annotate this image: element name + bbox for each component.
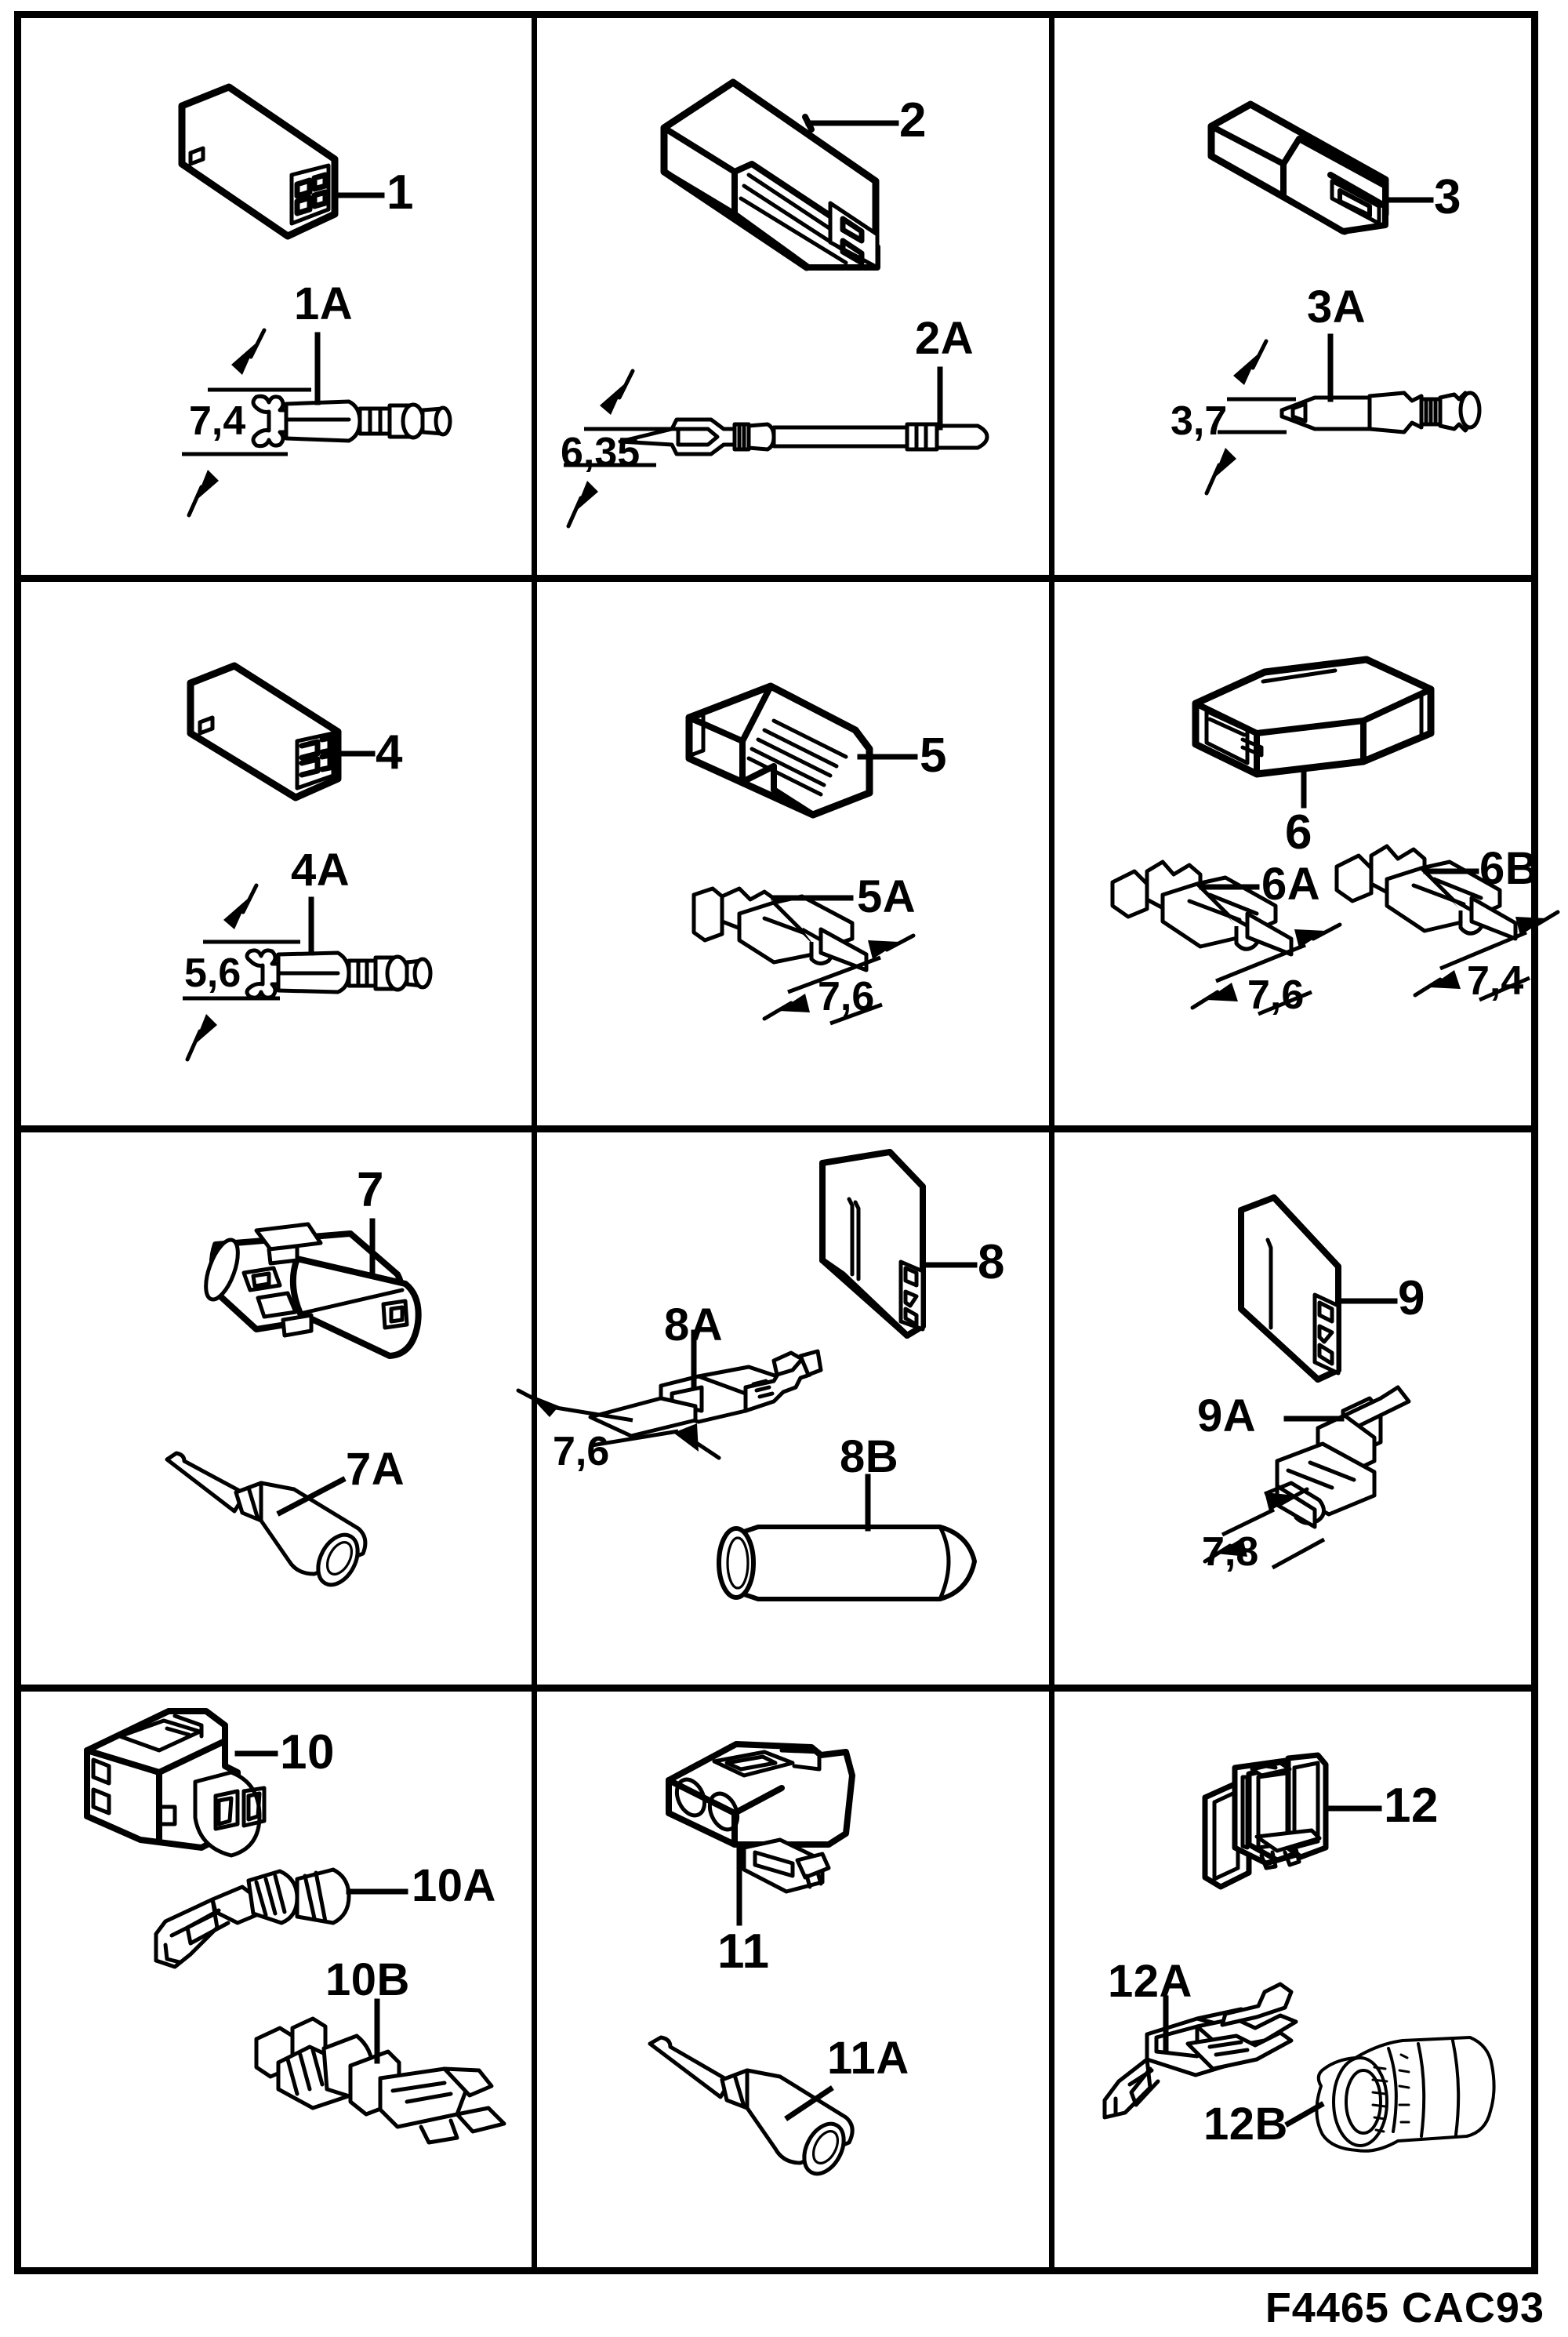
page-border	[14, 11, 1538, 2274]
terminal-7A-drawing	[165, 1451, 368, 1587]
cell-8-artwork	[516, 1149, 978, 1601]
cell-7-terminal-7A-label: 7A	[346, 1444, 405, 1495]
terminal-12B-drawing	[1315, 2036, 1496, 2153]
cell-1-dimension-7-4: 7,4	[189, 398, 246, 444]
terminal-4A-drawing	[245, 948, 433, 1000]
cell-1-housing-label: 1	[387, 165, 414, 220]
cell-8-dimension-7-6: 7,6	[553, 1429, 610, 1474]
cell-11-terminal-11A-label: 11A	[827, 2033, 909, 2084]
housing-12-drawing	[1202, 1752, 1329, 1890]
grid-divider-horizontal-2	[14, 1125, 1538, 1132]
cell-10-artwork	[84, 1708, 506, 2145]
housing-4-drawing	[187, 662, 342, 801]
cell-4-terminal-4A-label: 4A	[291, 845, 350, 896]
cell-2-dimension-6-35: 6,35	[561, 430, 641, 475]
cell-9-artwork	[1203, 1194, 1411, 1570]
terminal-6A-drawing	[1110, 860, 1294, 957]
cell-12-housing-label: 12	[1384, 1779, 1439, 1833]
cell-10-terminal-10A-label: 10A	[412, 1860, 496, 1911]
cell-12-terminal-12A-label: 12A	[1108, 1956, 1192, 2007]
cell-7-artwork	[165, 1218, 422, 1587]
cell-7-housing-label: 7	[357, 1163, 384, 1217]
cell-11-artwork	[648, 1741, 855, 2176]
cell-10: 10 10A 10B	[21, 1694, 532, 2274]
cell-9-terminal-9A-label: 9A	[1197, 1390, 1257, 1441]
terminal-9A-drawing	[1264, 1385, 1411, 1529]
cell-3-terminal-3A-label: 3A	[1307, 282, 1367, 333]
terminal-10A-drawing	[154, 1867, 351, 1969]
cell-12-terminal-12B-label: 12B	[1203, 2099, 1288, 2150]
cell-4: 4 4A 5,6	[21, 584, 532, 1124]
housing-2-drawing	[660, 78, 880, 271]
cell-2-terminal-2A-label: 2A	[915, 313, 975, 364]
housing-7-drawing	[204, 1222, 422, 1359]
grid-divider-vertical-1	[532, 11, 537, 2274]
cell-3-dimension-3-7: 3,7	[1171, 398, 1228, 444]
terminal-10B-drawing	[254, 2016, 506, 2145]
housing-6-drawing	[1192, 656, 1435, 778]
terminal-1A-drawing	[251, 394, 452, 449]
cell-7: 7 7A	[21, 1135, 532, 1682]
cell-8-terminal-8B-label: 8B	[840, 1431, 899, 1482]
cell-6-terminal-6B-label: 6B	[1479, 843, 1539, 894]
cell-6-housing-label: 6	[1285, 805, 1312, 860]
cell-12: 12 12A 12B	[1056, 1694, 1538, 2274]
terminal-8A-drawing	[588, 1349, 823, 1438]
cell-5-dimension-7-6: 7,6	[818, 974, 875, 1019]
cell-6-artwork	[1110, 656, 1560, 1016]
terminal-3A-drawing	[1279, 391, 1482, 434]
cell-1-terminal-1A-label: 1A	[294, 278, 354, 329]
cell-10-housing-label: 10	[280, 1725, 335, 1779]
cell-2-artwork	[564, 78, 989, 529]
page-footer-code: F4465 CAC93	[1265, 2284, 1544, 2332]
cell-4-artwork	[183, 662, 433, 1062]
cell-6: 6 6A 7,6 6B 7,4	[1056, 584, 1560, 1124]
cell-8: 8 8A 7,6 8B	[516, 1135, 1044, 1682]
cell-12-artwork	[1102, 1752, 1496, 2153]
cell-8-housing-label: 8	[978, 1235, 1005, 1289]
cell-9-dimension-7-8: 7,8	[1202, 1529, 1259, 1575]
cell-5-terminal-5A-label: 5A	[857, 871, 916, 922]
cell-6-terminal-6A-label: 6A	[1261, 859, 1321, 910]
cell-11: 11 11A	[539, 1694, 1044, 2274]
grid-divider-vertical-2	[1049, 11, 1054, 2274]
cell-3-housing-label: 3	[1434, 170, 1461, 224]
terminal-5A-drawing	[691, 886, 869, 972]
cell-8-terminal-8A-label: 8A	[664, 1299, 724, 1350]
cell-6-dimension-6A-7-6: 7,6	[1247, 972, 1305, 1018]
housing-1-drawing	[178, 83, 339, 240]
cell-11-housing-label: 11	[717, 1924, 770, 1979]
housing-3-drawing	[1207, 100, 1389, 235]
cell-9-housing-label: 9	[1398, 1271, 1425, 1325]
cell-4-housing-label: 4	[376, 725, 403, 780]
cell-4-dimension-5-6: 5,6	[184, 950, 241, 996]
cell-5: 5 5A 7,6	[539, 584, 1044, 1124]
cell-5-artwork	[685, 682, 918, 1026]
housing-10-drawing	[84, 1708, 267, 1858]
cell-2-housing-label: 2	[899, 93, 927, 147]
terminal-8B-drawing	[717, 1525, 977, 1601]
cell-6-dimension-6B-7-4: 7,4	[1467, 958, 1524, 1004]
terminal-2A-drawing	[618, 417, 989, 456]
terminal-11A-drawing	[648, 2035, 855, 2176]
housing-8-drawing	[819, 1149, 926, 1339]
cell-5-housing-label: 5	[920, 729, 947, 783]
grid-divider-horizontal-3	[14, 1685, 1538, 1692]
grid-divider-horizontal-1	[14, 575, 1538, 582]
cell-1: 1 1A 7,4	[21, 18, 532, 575]
cell-3: 3 3A 3,7	[1056, 18, 1538, 575]
cell-9: 9 9A 7,8	[1056, 1135, 1538, 1682]
housing-9-drawing	[1238, 1194, 1341, 1383]
housing-11-drawing	[666, 1741, 855, 1894]
cell-2: 2 2A 6,35	[539, 18, 1044, 575]
housing-5-drawing	[685, 682, 873, 819]
terminal-6B-drawing	[1334, 844, 1518, 941]
terminal-12A-drawing	[1102, 1982, 1298, 2120]
cell-1-artwork	[178, 83, 452, 518]
cell-10-terminal-10B-label: 10B	[325, 1954, 410, 2005]
cell-3-artwork	[1204, 100, 1482, 496]
